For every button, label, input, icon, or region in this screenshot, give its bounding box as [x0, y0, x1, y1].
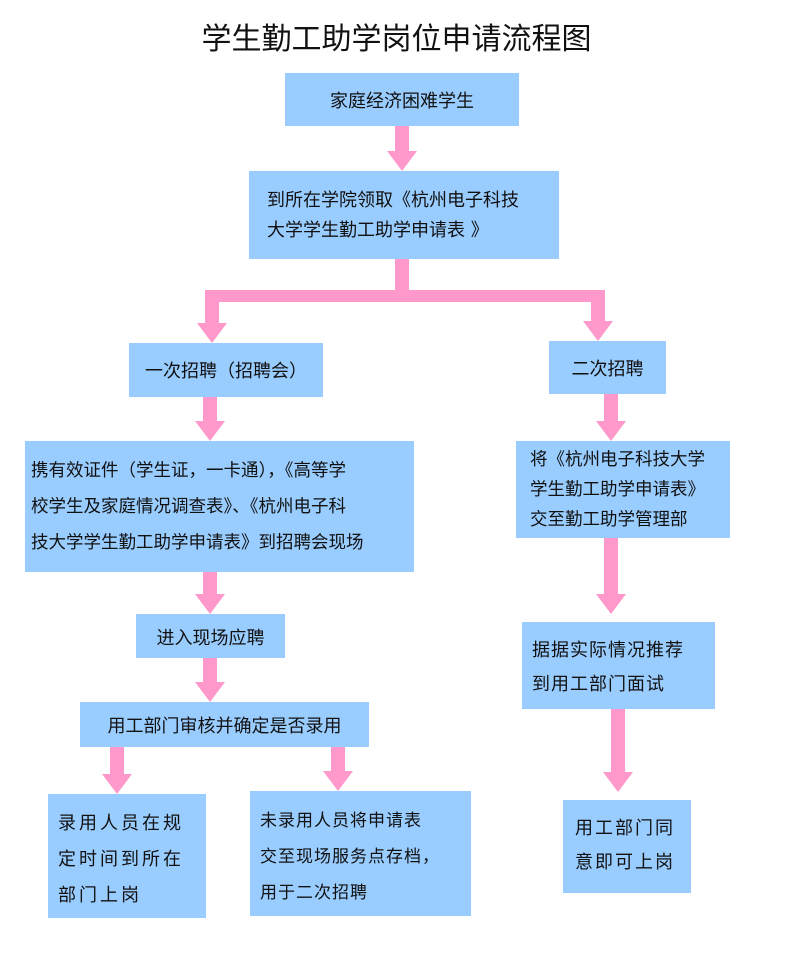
node-get-form-text: 到所在学院领取《杭州电子科技 大学学生勤工助学申请表 》 [267, 190, 519, 241]
arrow-review-to-not-hired [323, 747, 353, 791]
node-not-hired: 未录用人员将申请表 交至现场服务点存档， 用于二次招聘 [250, 791, 471, 916]
node-dept-agree-text: 用工部门同 意即可上岗 [575, 818, 675, 873]
node-recommend: 据据实际情况推荐 到用工部门面试 [522, 622, 715, 709]
node-start-text: 家庭经济困难学生 [330, 91, 474, 112]
node-apply-onsite-text: 进入现场应聘 [156, 628, 265, 649]
branch-horizontal [205, 290, 605, 302]
node-get-form: 到所在学院领取《杭州电子科技 大学学生勤工助学申请表 》 [249, 171, 559, 259]
node-dept-agree: 用工部门同 意即可上岗 [563, 800, 691, 893]
arrow-submit-to-recommend [596, 538, 626, 614]
arrow-first-to-docs [195, 397, 225, 441]
arrow-docs-to-onsite [195, 572, 225, 614]
node-apply-onsite: 进入现场应聘 [136, 614, 285, 658]
arrow-review-to-hired [102, 747, 132, 794]
node-dept-review-text: 用工部门审核并确定是否录用 [107, 716, 342, 737]
node-hired-text: 录用人员在规 定时间到所在 部门上岗 [58, 813, 184, 906]
branch-stem [395, 259, 409, 297]
node-second-recruit-text: 二次招聘 [571, 359, 644, 380]
arrow-start-to-form [387, 126, 417, 171]
node-recommend-text: 据据实际情况推荐 到用工部门面试 [532, 640, 684, 695]
arrow-recommend-to-agree [603, 709, 633, 792]
arrow-layer [102, 126, 633, 794]
node-submit-form-text: 将《杭州电子科技大学 学生勤工助学申请表》 交至勤工助学管理部 [530, 450, 705, 530]
diagram-title: 学生勤工助学岗位申请流程图 [201, 22, 592, 57]
node-hired: 录用人员在规 定时间到所在 部门上岗 [48, 794, 206, 918]
arrow-branch-to-first [197, 296, 227, 343]
node-first-recruit-text: 一次招聘（招聘会） [145, 361, 307, 382]
node-bring-docs-text: 携有效证件（学生证，一卡通），《高等学 校学生及家庭情况调查表》、《杭州电子科 … [31, 461, 364, 553]
arrow-branch-to-second [583, 296, 613, 341]
arrow-second-to-submit [596, 394, 626, 441]
node-start: 家庭经济困难学生 [285, 73, 519, 126]
node-first-recruit: 一次招聘（招聘会） [129, 343, 323, 397]
node-second-recruit: 二次招聘 [549, 341, 666, 394]
arrow-onsite-to-review [195, 658, 225, 702]
node-bring-docs: 携有效证件（学生证，一卡通），《高等学 校学生及家庭情况调查表》、《杭州电子科 … [25, 441, 414, 572]
node-not-hired-text: 未录用人员将申请表 交至现场服务点存档， 用于二次招聘 [260, 811, 440, 903]
node-dept-review: 用工部门审核并确定是否录用 [80, 702, 369, 747]
node-submit-form: 将《杭州电子科技大学 学生勤工助学申请表》 交至勤工助学管理部 [516, 441, 730, 538]
